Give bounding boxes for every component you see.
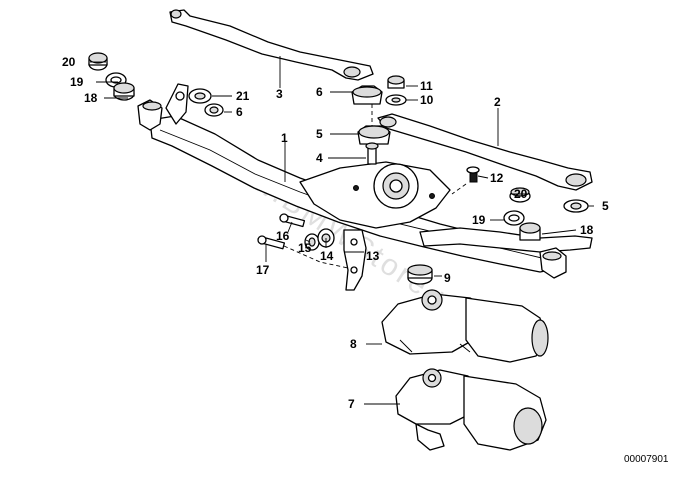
- part-9-grommet: [407, 264, 433, 285]
- callout-5-right: 5: [602, 199, 609, 213]
- part-12-screw: [466, 166, 480, 183]
- part-6-rubber-mount: [351, 85, 383, 105]
- part-7-wiper-motor: [395, 368, 547, 451]
- part-18-ball-joint-left: [137, 99, 163, 131]
- part-18-bushing-left: [113, 82, 135, 101]
- part-20-nut-left: [88, 52, 108, 71]
- part-5-grommet-right: [563, 199, 589, 213]
- callout-10: 10: [420, 93, 434, 107]
- part-21-grommet: [188, 88, 212, 104]
- callout-6-upper: 6: [316, 85, 323, 99]
- part-4-bolt: [365, 142, 379, 165]
- part-5-rubber-mount: [357, 125, 391, 145]
- leader-lines: [90, 56, 594, 405]
- assembly-line-12: [451, 183, 467, 195]
- callout-14: 14: [320, 249, 334, 263]
- callout-labels: 3 2 1 6 5 4 21 6 11 10 12 20 19 5 18 20 …: [62, 55, 609, 411]
- callout-4: 4: [316, 151, 323, 165]
- part-19-washer-right: [503, 210, 525, 226]
- document-number: 00007901: [624, 454, 669, 465]
- callout-19-right: 19: [472, 213, 486, 227]
- callout-19-left: 19: [70, 75, 84, 89]
- callout-6-lower: 6: [236, 105, 243, 119]
- callout-3: 3: [276, 87, 283, 101]
- part-8-wiper-motor: [381, 289, 549, 363]
- part-18-bushing-right: [519, 222, 541, 241]
- part-6-bushing-small: [204, 103, 224, 117]
- part-17-bolt: [257, 235, 286, 250]
- part-16-bolt: [279, 213, 306, 228]
- callout-7: 7: [348, 397, 355, 411]
- part-11-nut: [387, 75, 405, 89]
- callout-20-right: 20: [514, 187, 528, 201]
- callout-17: 17: [256, 263, 270, 277]
- callout-11: 11: [420, 79, 433, 93]
- callout-1: 1: [281, 131, 288, 145]
- part-13-bracket: [343, 229, 367, 291]
- callout-21: 21: [236, 89, 250, 103]
- callout-20-left: 20: [62, 55, 76, 69]
- callout-2: 2: [494, 95, 501, 109]
- callout-18-left: 18: [84, 91, 98, 105]
- callout-12: 12: [490, 171, 504, 185]
- part-3-drive-rod: [169, 9, 374, 81]
- callout-16: 16: [276, 229, 290, 243]
- part-18-ball-joint-right: [539, 247, 567, 279]
- callout-13: 13: [366, 249, 380, 263]
- callout-5-center: 5: [316, 127, 323, 141]
- callout-15: 15: [298, 241, 312, 255]
- callout-9: 9: [444, 271, 451, 285]
- part-1-wiper-frame: [149, 83, 593, 273]
- part-2-drive-rod: [377, 113, 593, 191]
- assembly-line-17: [283, 245, 349, 269]
- callout-8: 8: [350, 337, 357, 351]
- part-10-washer: [385, 94, 407, 106]
- callout-18-right: 18: [580, 223, 594, 237]
